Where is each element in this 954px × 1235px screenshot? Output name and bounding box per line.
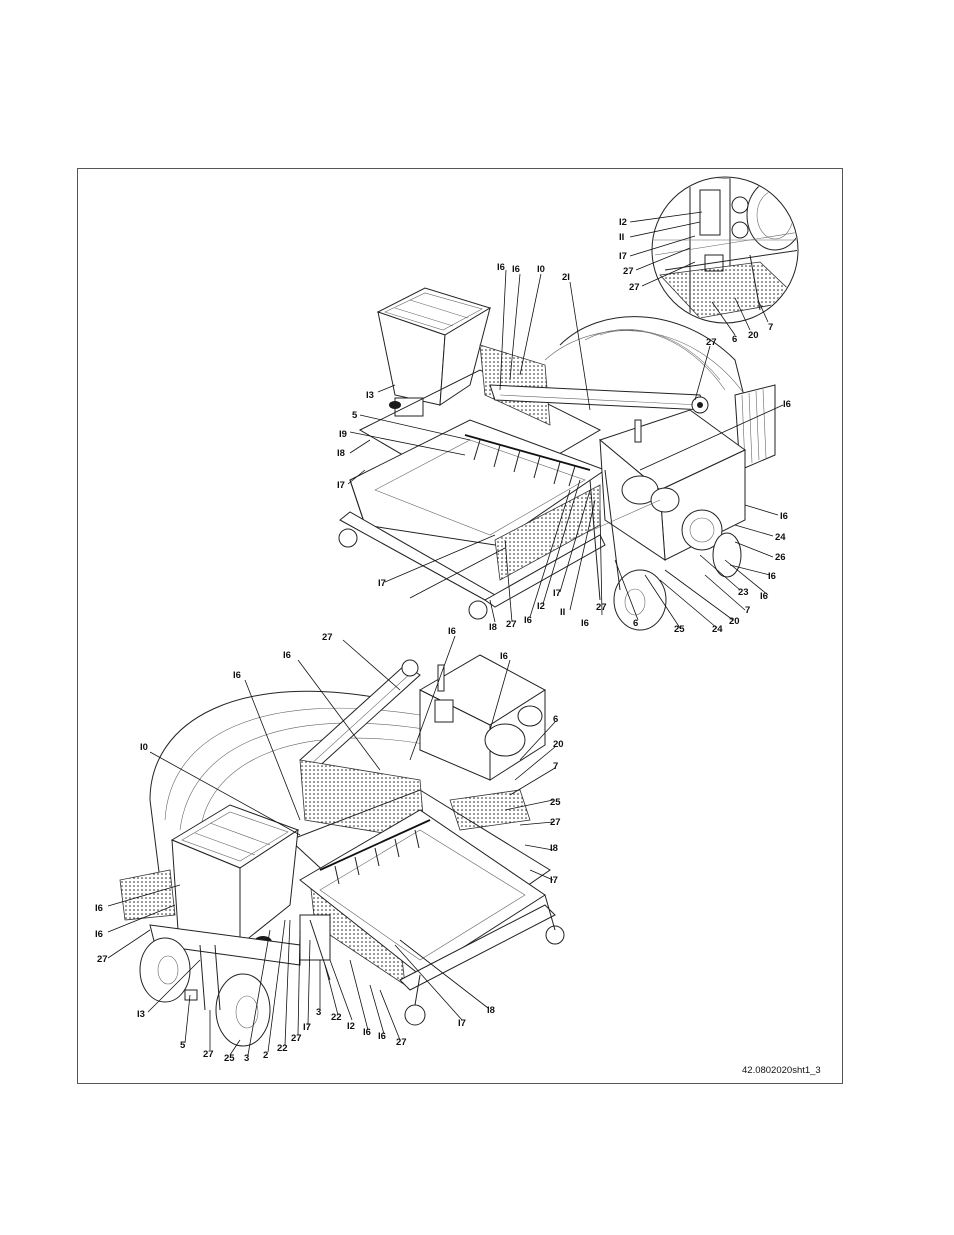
callout-label: 3 [244, 1053, 249, 1064]
callout-label: I3 [366, 390, 374, 401]
callout-label: II [560, 607, 565, 618]
callout-label: I6 [283, 650, 291, 661]
callout-label: I3 [137, 1009, 145, 1020]
callout-label: I7 [458, 1018, 466, 1029]
callout-label: I6 [512, 264, 520, 275]
callout-label: II [619, 232, 624, 243]
callout-label: 27 [203, 1049, 214, 1060]
callout-label: I6 [233, 670, 241, 681]
inset-detail [651, 176, 799, 324]
callout-label: 25 [224, 1053, 235, 1064]
callout-label: I0 [537, 264, 545, 275]
callout-label: I2 [347, 1021, 355, 1032]
callout-label: I7 [378, 578, 386, 589]
callout-label: 22 [277, 1043, 288, 1054]
callout-label: 2I [562, 272, 570, 283]
callout-label: I6 [95, 929, 103, 940]
callout-label: 27 [506, 619, 517, 630]
callout-label: 2 [263, 1050, 268, 1061]
callout-label: 27 [550, 817, 561, 828]
callout-label: I6 [780, 511, 788, 522]
figure-reference: 42.0802020sht1_3 [742, 1065, 821, 1076]
callout-label: I6 [378, 1031, 386, 1042]
callout-label: I6 [768, 571, 776, 582]
callout-label: I8 [489, 622, 497, 633]
callout-label: I6 [524, 615, 532, 626]
callout-label: 27 [291, 1033, 302, 1044]
callout-label: I0 [140, 742, 148, 753]
callout-label: I7 [550, 875, 558, 886]
callout-label: I2 [537, 601, 545, 612]
callout-label: I6 [497, 262, 505, 273]
callout-label: I7 [303, 1022, 311, 1033]
callout-label: 25 [550, 797, 561, 808]
callout-label: 27 [322, 632, 333, 643]
callout-label: 7 [553, 761, 558, 772]
callout-label: I2 [619, 217, 627, 228]
callout-label: 26 [775, 552, 786, 563]
callout-label: I6 [363, 1027, 371, 1038]
callout-label: 27 [97, 954, 108, 965]
callout-label: 6 [732, 334, 737, 345]
callout-label: I8 [550, 843, 558, 854]
callout-label: I8 [487, 1005, 495, 1016]
callout-label: 24 [775, 532, 786, 543]
callout-label: 7 [768, 322, 773, 333]
callout-label: I6 [783, 399, 791, 410]
drawing-frame [77, 168, 843, 1084]
callout-label: I7 [337, 480, 345, 491]
callout-label: 23 [738, 587, 749, 598]
leader-lines [107, 211, 784, 1056]
callout-label: 5 [352, 410, 358, 421]
callout-label: I8 [337, 448, 345, 459]
callout-label: I6 [500, 651, 508, 662]
callout-label: 6 [633, 618, 638, 629]
callout-label: 20 [729, 616, 740, 627]
lower-machine-view [119, 654, 565, 1047]
callout-label: 27 [396, 1037, 407, 1048]
callout-label: 25 [674, 624, 685, 635]
callout-label: I6 [448, 626, 456, 637]
callout-label: 22 [331, 1012, 342, 1023]
callout-label: I6 [760, 591, 768, 602]
callout-label: 6 [553, 714, 558, 725]
callout-label: 3 [316, 1007, 321, 1018]
callout-label: 7 [745, 605, 750, 616]
callout-label: 5 [180, 1040, 186, 1051]
callout-label: 20 [553, 739, 564, 750]
callout-label: I6 [581, 618, 589, 629]
callout-label: 27 [623, 266, 634, 277]
callout-label: 20 [748, 330, 759, 341]
callout-label: 27 [706, 337, 717, 348]
upper-machine-view [338, 287, 776, 631]
callout-label: I7 [553, 588, 561, 599]
callout-labels: I2 II I7 27 27 7 20 6 I6 I6 I0 2I 27 I6 … [95, 217, 791, 1064]
callout-label: I7 [619, 251, 627, 262]
callout-label: I6 [95, 903, 103, 914]
callout-label: 27 [629, 282, 640, 293]
callout-label: 27 [596, 602, 607, 613]
callout-label: I9 [339, 429, 347, 440]
callout-label: 24 [712, 624, 723, 635]
